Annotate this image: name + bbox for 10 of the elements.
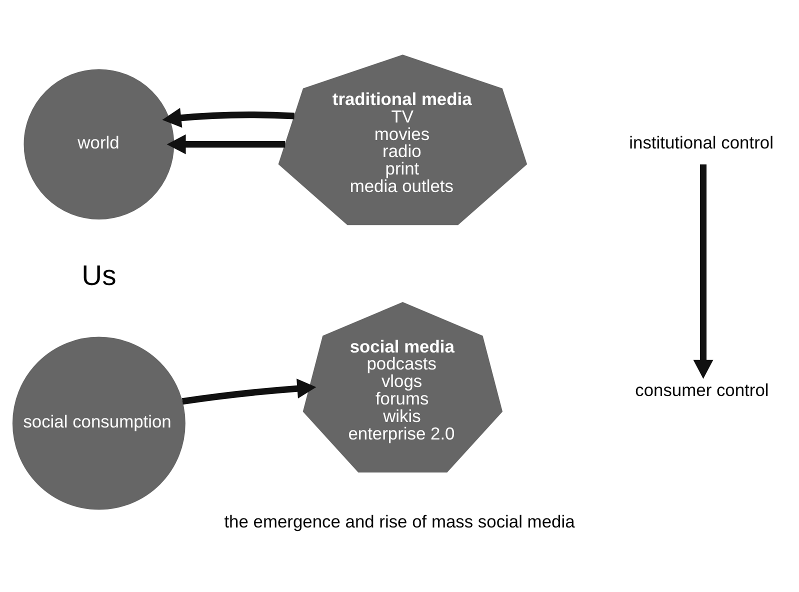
label: Us [82, 260, 116, 292]
arrow [182, 378, 316, 404]
arrow [693, 164, 714, 378]
node-circle: world [24, 68, 174, 219]
node-text: institutional control [629, 132, 774, 152]
arrow [162, 107, 294, 128]
arrow [166, 134, 286, 154]
node-circle: social consumption [12, 336, 186, 510]
node-text: consumer control [635, 379, 769, 400]
caption: the emergence and rise of mass social media [224, 511, 575, 532]
